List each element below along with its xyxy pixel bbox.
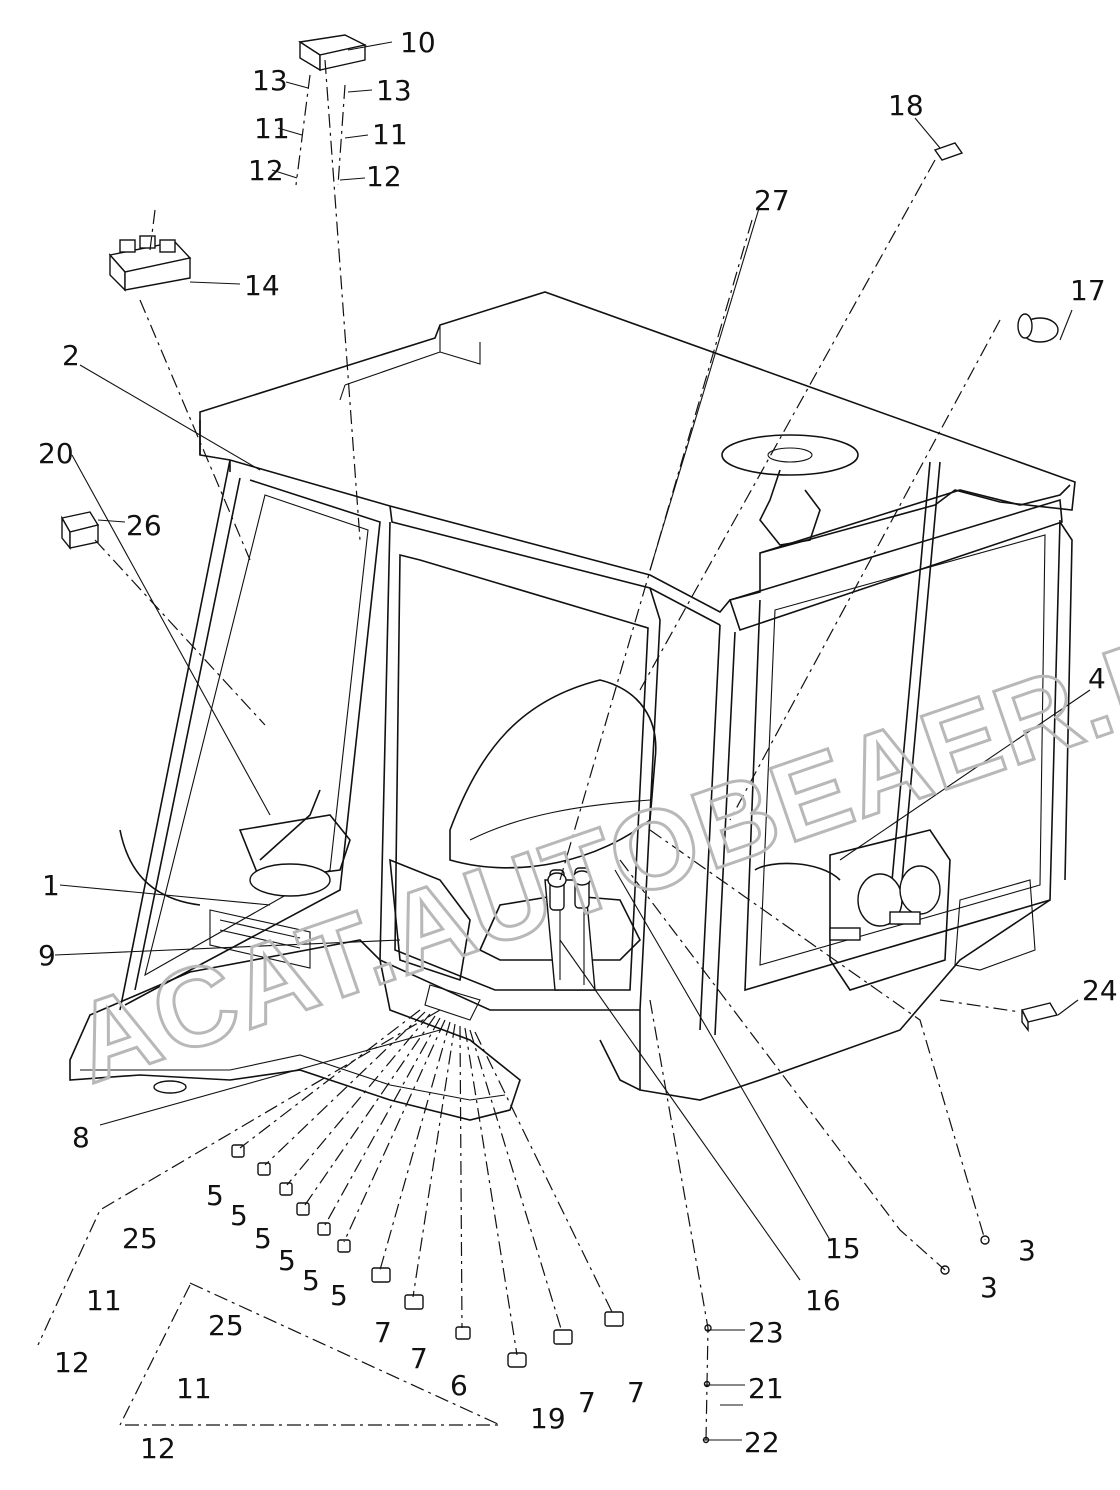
callout-5: 5 — [330, 1279, 348, 1312]
loose-parts — [60, 34, 1059, 1444]
callout-1: 1 — [42, 869, 60, 902]
callout-20: 20 — [38, 437, 74, 470]
cab-lower-body — [69, 879, 1051, 1121]
wiper-motor-assembly — [119, 789, 351, 906]
callout-27: 27 — [754, 184, 790, 217]
callout-17: 17 — [1070, 274, 1106, 307]
callout-15: 15 — [825, 1232, 861, 1265]
callout-7: 7 — [627, 1376, 645, 1409]
callout-13: 13 — [376, 74, 412, 107]
callout-6: 6 — [450, 1369, 468, 1402]
callout-5: 5 — [278, 1244, 296, 1277]
callout-12: 12 — [366, 160, 402, 193]
callout-25: 25 — [122, 1222, 158, 1255]
callout-21: 21 — [748, 1372, 784, 1405]
callout-18: 18 — [888, 89, 924, 122]
callout-7: 7 — [374, 1316, 392, 1349]
callout-4: 4 — [1088, 662, 1106, 695]
callout-8: 8 — [72, 1121, 90, 1154]
callout-2: 2 — [62, 339, 80, 372]
cab-interior — [389, 434, 951, 1021]
callout-22: 22 — [744, 1426, 780, 1459]
callout-12: 12 — [248, 154, 284, 187]
callout-7: 7 — [410, 1342, 428, 1375]
callout-19: 19 — [530, 1402, 566, 1435]
callout-9: 9 — [38, 939, 56, 972]
callout-5: 5 — [230, 1199, 248, 1232]
callout-12: 12 — [140, 1432, 176, 1465]
callout-26: 26 — [126, 509, 162, 542]
leader-lines — [54, 41, 1091, 1441]
cab-roof — [199, 291, 1076, 632]
callout-5: 5 — [302, 1264, 320, 1297]
callout-7: 7 — [578, 1386, 596, 1419]
callout-3: 3 — [980, 1271, 998, 1304]
callout-5: 5 — [254, 1222, 272, 1255]
callout-25: 25 — [208, 1309, 244, 1342]
watermark-text: ACAT.AUTOBEAER.RU — [58, 580, 1120, 1107]
callout-24: 24 — [1082, 974, 1118, 1007]
callout-5: 5 — [206, 1179, 224, 1212]
callout-3: 3 — [1018, 1234, 1036, 1267]
callout-11: 11 — [86, 1284, 122, 1317]
cab-frame — [119, 459, 1073, 1036]
callout-14: 14 — [244, 269, 280, 302]
callout-23: 23 — [748, 1316, 784, 1349]
callout-16: 16 — [805, 1284, 841, 1317]
callout-11: 11 — [176, 1372, 212, 1405]
assembly-dash-lines — [37, 59, 1021, 1441]
callout-13: 13 — [252, 64, 288, 97]
callout-labels: 10 13 13 11 11 12 12 18 27 14 17 26 4 2 … — [38, 26, 1118, 1465]
callout-12: 12 — [54, 1346, 90, 1379]
callout-11: 11 — [372, 118, 408, 151]
callout-10: 10 — [400, 26, 436, 59]
callout-11: 11 — [254, 112, 290, 145]
